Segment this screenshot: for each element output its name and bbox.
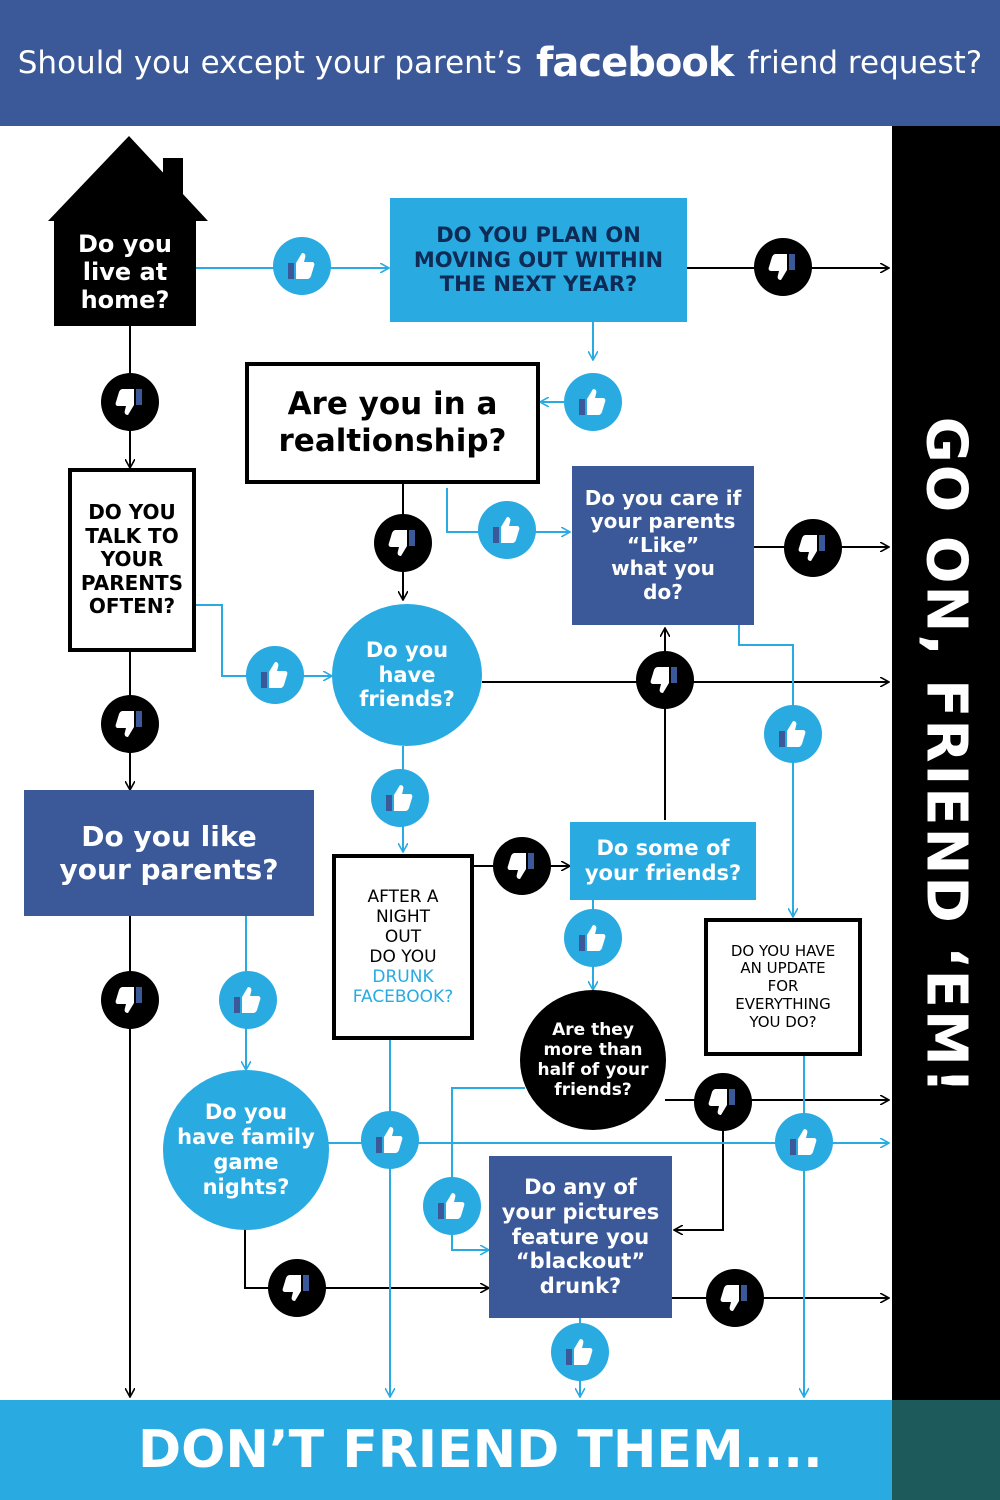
yes-badge — [764, 705, 822, 763]
thumbs-down-icon — [798, 535, 825, 561]
drunk-question-line: NIGHT — [375, 906, 431, 927]
no-badge — [636, 651, 694, 709]
title-text-after: friend request? — [747, 45, 983, 81]
no-badge — [268, 1259, 326, 1317]
question-live-at-home: Do you live at home? — [54, 218, 196, 326]
yes-badge — [775, 1113, 833, 1171]
thumbs-down-icon — [507, 853, 534, 879]
no-badge — [493, 837, 551, 895]
thumbs-up-icon — [790, 1129, 817, 1155]
house-roof-shape — [48, 136, 208, 221]
no-badge — [101, 373, 159, 431]
drunk-question-line: OUT — [384, 926, 422, 947]
thumbs-down-icon — [650, 667, 677, 693]
drunk-question-highlight: FACEBOOK? — [352, 987, 454, 1008]
yes-badge — [564, 909, 622, 967]
header-banner: Should you except your parent’s facebook… — [0, 0, 1000, 126]
drunk-question-line: DO YOU — [369, 947, 437, 967]
thumbs-down-icon — [708, 1089, 735, 1115]
thumbs-up-icon — [566, 1339, 593, 1365]
thumbs-up-icon — [579, 389, 606, 415]
thumbs-up-icon — [376, 1127, 403, 1153]
yes-badge — [551, 1323, 609, 1381]
thumbs-up-icon — [579, 925, 606, 951]
thumbs-down-icon — [115, 389, 142, 415]
yes-outcome-bar — [892, 126, 1000, 1400]
question-talk-to-parents: DO YOU TALK TO YOUR PARENTS OFTEN? — [68, 468, 196, 652]
title-text-before: Should you except your parent’s — [17, 45, 522, 81]
question-moving-out: DO YOU PLAN ON MOVING OUT WITHIN THE NEX… — [390, 198, 687, 322]
yes-badge — [371, 769, 429, 827]
thumbs-up-icon — [438, 1193, 465, 1219]
thumbs-down-icon — [115, 711, 142, 737]
yes-badge — [564, 373, 622, 431]
question-blackout-pictures: Do any of your pictures feature you “bla… — [489, 1156, 672, 1318]
thumbs-up-icon — [493, 517, 520, 543]
drunk-question-highlight: DRUNK — [372, 967, 434, 988]
question-update-everything: DO YOU HAVE AN UPDATE FOR EVERYTHING YOU… — [704, 918, 862, 1056]
question-relationship: Are you in a realtionship? — [245, 362, 540, 484]
thumbs-down-icon — [720, 1285, 747, 1311]
drunk-question-line: AFTER A — [367, 886, 439, 907]
thumbs-down-icon — [282, 1275, 309, 1301]
no-badge — [784, 519, 842, 577]
yes-badge — [219, 971, 277, 1029]
thumbs-down-icon — [768, 254, 795, 280]
no-badge — [694, 1073, 752, 1131]
yes-badge — [273, 237, 331, 295]
no-badge — [101, 695, 159, 753]
yes-badge — [423, 1177, 481, 1235]
yes-badge — [478, 501, 536, 559]
thumbs-up-icon — [234, 987, 261, 1013]
no-badge — [101, 971, 159, 1029]
question-have-friends: Do you have friends? — [332, 604, 482, 746]
no-outcome-bar: DON’T FRIEND THEM.... — [0, 1400, 892, 1500]
yes-badge — [246, 646, 304, 704]
footer-corner — [892, 1400, 1000, 1500]
question-like-parents: Do you like your parents? — [24, 790, 314, 916]
thumbs-up-icon — [779, 721, 806, 747]
facebook-logo-text: facebook — [535, 40, 734, 86]
no-badge — [374, 514, 432, 572]
question-family-game-nights: Do you have family game nights? — [163, 1070, 329, 1230]
question-some-of-friends: Do some of your friends? — [570, 822, 756, 900]
question-more-than-half: Are they more than half of your friends? — [520, 990, 666, 1130]
thumbs-up-icon — [386, 785, 413, 811]
question-care-if-parents-like: Do you care if your parents “Like” what … — [572, 466, 754, 625]
thumbs-down-icon — [115, 987, 142, 1013]
thumbs-up-icon — [261, 662, 288, 688]
house-chimney-shape — [163, 158, 183, 202]
thumbs-down-icon — [388, 530, 415, 556]
thumbs-up-icon — [288, 253, 315, 279]
dont-friend-label: DON’T FRIEND THEM.... — [138, 1420, 823, 1480]
yes-badge — [361, 1111, 419, 1169]
no-badge — [706, 1269, 764, 1327]
no-badge — [754, 238, 812, 296]
